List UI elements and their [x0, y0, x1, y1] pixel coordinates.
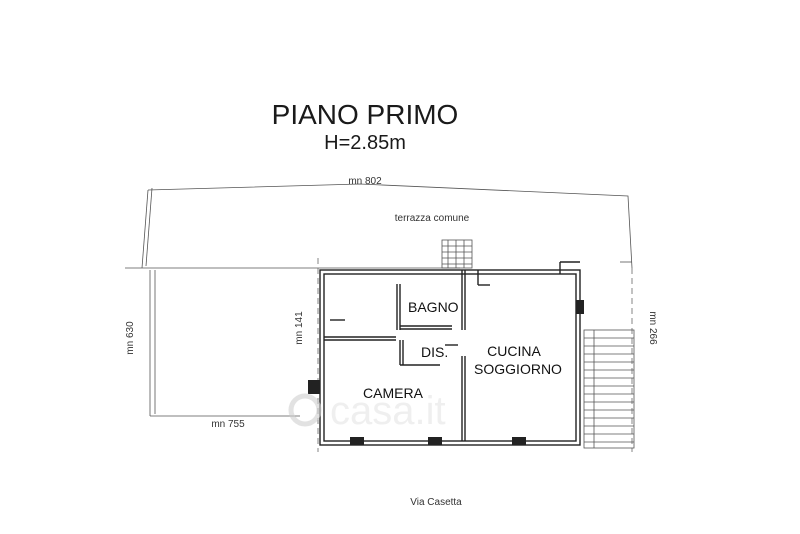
street-label: Via Casetta [410, 497, 462, 508]
room-label-camera: CAMERA [363, 385, 424, 401]
mn-top-label: mn 802 [348, 176, 382, 187]
room-label-dis: DIS. [421, 344, 448, 360]
terrace-outline [125, 183, 633, 417]
room-label-soggiorno: SOGGIORNO [474, 361, 562, 377]
mn-left-label: mn 630 [125, 321, 136, 355]
mn-bottom-label: mn 755 [211, 419, 245, 430]
mn-right-label: mn 266 [647, 311, 658, 345]
exterior-stairs [583, 329, 635, 449]
terrace-label: terrazza comune [395, 213, 470, 224]
terrace-stairs [441, 239, 473, 269]
mn-mid-label: mn 141 [294, 311, 305, 345]
watermark: casa.it [288, 389, 446, 433]
room-label-cucina: CUCINA [487, 343, 541, 359]
room-label-bagno: BAGNO [408, 299, 459, 315]
plan-height: H=2.85m [324, 132, 406, 154]
apartment-walls [319, 261, 581, 446]
windows [308, 300, 584, 445]
watermark-text: casa.it [330, 389, 446, 433]
watermark-logo-icon [288, 393, 322, 427]
plan-title: PIANO PRIMO [272, 99, 459, 130]
